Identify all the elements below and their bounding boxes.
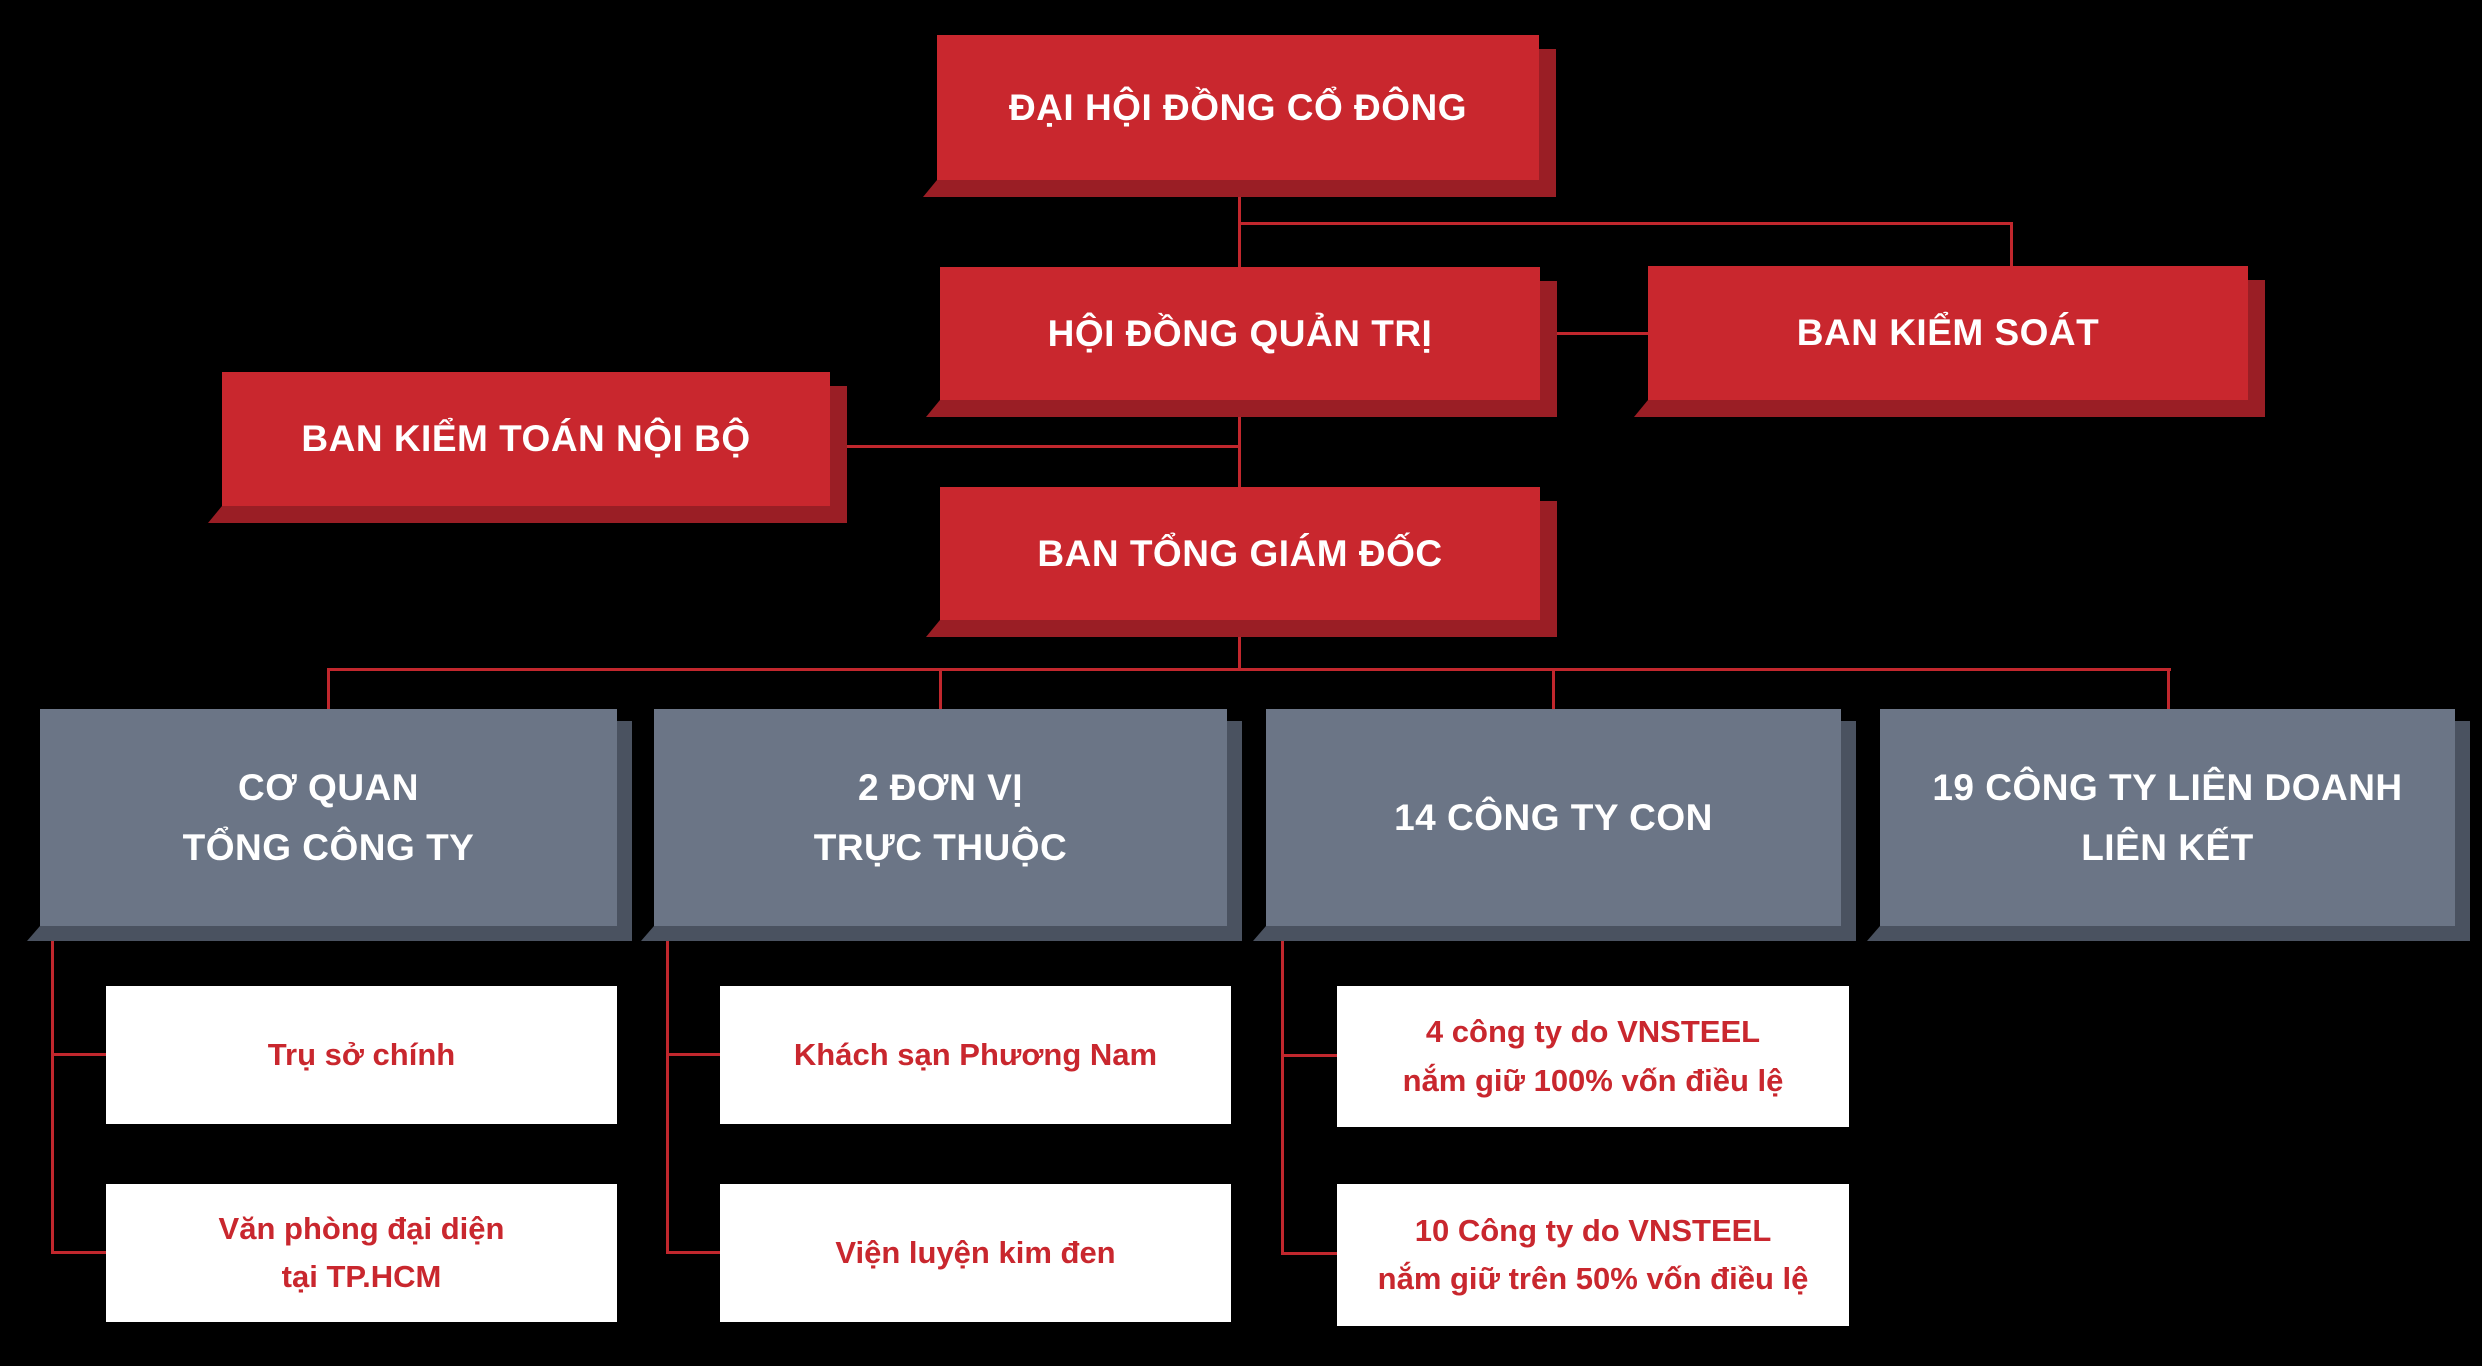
node-shareholders-meeting-label: ĐẠI HỘI ĐỒNG CỔ ĐÔNG (1008, 86, 1468, 128)
node-affiliated-units-label: 2 ĐƠN VỊ TRỰC THUỘC (813, 766, 1068, 868)
node-corporate-office-label: CƠ QUAN TỔNG CÔNG TY (182, 766, 475, 868)
node-supervisory-board: BAN KIỂM SOÁT (1648, 266, 2265, 414)
node-board-of-directors-label: HỘI ĐỒNG QUẢN TRỊ (1047, 312, 1433, 354)
connector-board-to-supervisory (1540, 332, 1648, 335)
connector-directorate-down (1238, 620, 1241, 670)
node-100pct-subsidiaries: 4 công ty do VNSTEEL nắm giữ 100% vốn đi… (1337, 986, 1849, 1127)
connector-col2-stub-1 (666, 1053, 720, 1056)
node-joint-ventures: 19 CÔNG TY LIÊN DOANH LIÊN KẾT (1880, 709, 2470, 938)
connector-board-to-directorate (1238, 400, 1241, 488)
connector-col1-stub-1 (51, 1053, 106, 1056)
node-50pct-subsidiaries: 10 Công ty do VNSTEEL nắm giữ trên 50% v… (1337, 1184, 1849, 1326)
node-corporate-office: CƠ QUAN TỔNG CÔNG TY (40, 709, 632, 938)
node-shareholders-meeting: ĐẠI HỘI ĐỒNG CỔ ĐÔNG (937, 35, 1556, 194)
connector-col1-vertical (51, 926, 54, 1254)
connector-col2-stub-2 (666, 1251, 720, 1254)
node-50pct-subsidiaries-label: 10 Công ty do VNSTEEL nắm giữ trên 50% v… (1377, 1212, 1809, 1296)
node-general-directorate-label: BAN TỔNG GIÁM ĐỐC (1037, 532, 1443, 574)
connector-top-branch-right (1238, 222, 2013, 225)
node-joint-ventures-label: 19 CÔNG TY LIÊN DOANH LIÊN KẾT (1932, 766, 2403, 868)
node-affiliated-units: 2 ĐƠN VỊ TRỰC THUỘC (654, 709, 1242, 938)
connector-distribution (327, 668, 2171, 671)
connector-col2-vertical (666, 926, 669, 1254)
node-board-of-directors: HỘI ĐỒNG QUẢN TRỊ (940, 267, 1557, 414)
node-internal-audit-board-label: BAN KIỂM TOÁN NỘI BỘ (301, 418, 751, 460)
connector-drop-branch-3 (1552, 668, 1555, 710)
node-supervisory-board-label: BAN KIỂM SOÁT (1796, 312, 2100, 354)
connector-drop-supervisory (2010, 222, 2013, 268)
node-ferrous-metallurgy-institute: Viện luyện kim đen (720, 1184, 1231, 1322)
node-subsidiaries-label: 14 CÔNG TY CON (1394, 796, 1713, 838)
node-ferrous-metallurgy-institute-label: Viện luyện kim đen (835, 1234, 1116, 1270)
node-hcmc-representative-office-label: Văn phòng đại diện tại TP.HCM (218, 1210, 505, 1294)
node-100pct-subsidiaries-label: 4 công ty do VNSTEEL nắm giữ 100% vốn đi… (1402, 1014, 1784, 1098)
connector-drop-branch-4 (2167, 668, 2170, 710)
connector-col3-stub-1 (1281, 1054, 1337, 1057)
connector-col3-vertical (1281, 926, 1284, 1255)
node-head-office: Trụ sở chính (106, 986, 617, 1124)
node-subsidiaries: 14 CÔNG TY CON (1266, 709, 1856, 938)
connector-internal-audit (830, 445, 1240, 448)
node-head-office-label: Trụ sở chính (267, 1036, 456, 1072)
connector-col1-stub-2 (51, 1251, 106, 1254)
connector-drop-branch-2 (939, 668, 942, 710)
node-internal-audit-board: BAN KIỂM TOÁN NỘI BỘ (222, 372, 847, 520)
connector-col3-stub-2 (1281, 1252, 1337, 1255)
node-hcmc-representative-office: Văn phòng đại diện tại TP.HCM (106, 1184, 617, 1322)
node-phuong-nam-hotel-label: Khách sạn Phương Nam (793, 1036, 1158, 1072)
node-phuong-nam-hotel: Khách sạn Phương Nam (720, 986, 1231, 1124)
connector-drop-branch-1 (327, 668, 330, 710)
node-general-directorate: BAN TỔNG GIÁM ĐỐC (940, 487, 1557, 634)
